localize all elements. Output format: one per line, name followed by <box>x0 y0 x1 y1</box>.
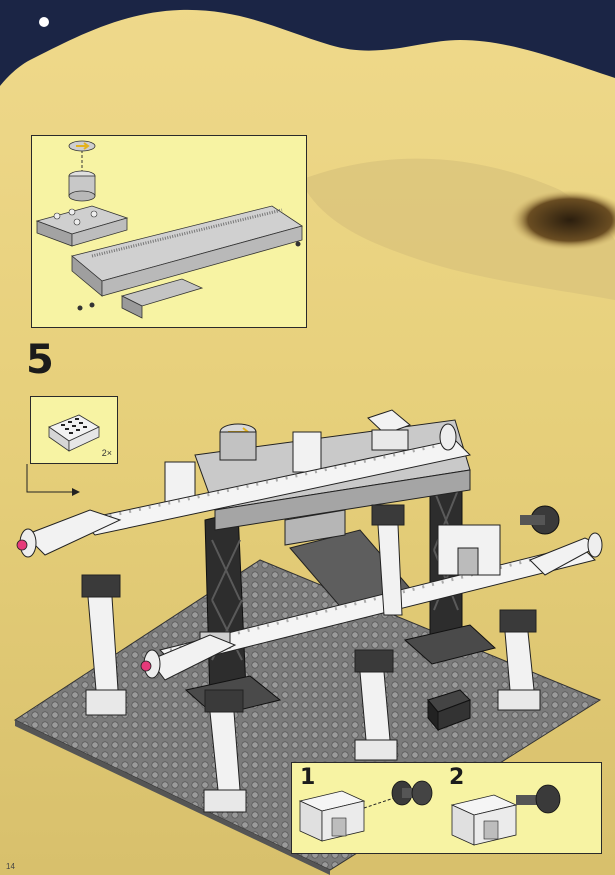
round-brick <box>68 170 96 202</box>
rail-subassembly-illustration <box>35 140 303 319</box>
hinge-assembly-substeps-illustration <box>298 780 561 846</box>
parts-callout-panel: 2× <box>30 396 118 464</box>
slope-grille-brick-icon <box>48 414 100 452</box>
step-number: 5 <box>26 337 54 383</box>
white-brick-with-wheel <box>450 794 518 846</box>
substep-number: 2 <box>449 765 465 790</box>
night-sky <box>0 0 615 86</box>
substeps-inset-panel: 1 2 <box>291 762 602 854</box>
gray-rack-rail <box>71 205 303 297</box>
mounted-dark-wheel-icon <box>516 784 561 814</box>
part-quantity: 2× <box>101 448 112 458</box>
substep-number: 1 <box>300 765 316 790</box>
distant-star-icon <box>39 17 49 27</box>
dark-wheel-axle-icon <box>391 780 433 806</box>
crater <box>510 190 615 250</box>
round-turntable-top <box>68 140 96 152</box>
gray-base-tile <box>120 278 204 319</box>
subassembly-inset-panel <box>31 135 307 328</box>
gray-plate-stack <box>35 205 129 247</box>
page-number: 14 <box>6 862 15 871</box>
white-brick-with-cutout <box>298 790 366 842</box>
